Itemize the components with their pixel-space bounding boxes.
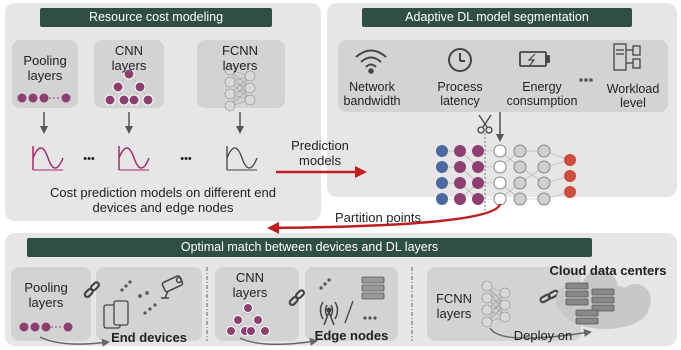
deploy-arrow-2 [239,337,318,346]
header-optimal-match: Optimal match between devices and DL lay… [27,238,592,257]
camera-icon [161,275,184,299]
label-line: Process [437,80,483,94]
label-prediction-models: Prediction models [280,138,360,168]
server-icon [613,43,641,71]
pooling-chain [17,93,71,103]
ellipsis-devices [120,280,157,315]
label-pooling-layers: Pooling layers [12,53,78,83]
label-workload-level: Workload level [598,82,668,110]
label-line: Workload [606,82,660,96]
ellipsis-edge-2 [363,316,377,320]
caption-cost-prediction: Cost prediction models on different end … [10,185,316,215]
label-line: models [299,153,341,168]
phone-icon [138,291,149,298]
label-deploy-on: Deploy on [513,328,573,343]
partition-arrow [267,203,502,234]
deploy-arrow-1 [39,336,110,347]
label-cloud-data-centers: Cloud data centers [549,263,667,278]
cnn-tree [104,68,154,106]
deploy-arrow-3 [489,327,592,339]
clock-icon [448,48,472,72]
fcnn-mesh [224,64,256,112]
label-line: layers [222,58,258,73]
ellipsis-2: ••• [180,153,192,165]
scissors-icon [477,114,493,134]
bottom-cnn-tree [226,303,270,336]
label-line: latency [440,94,480,108]
label-cnn-layers: CNN layers [94,43,164,73]
ellipsis-factors [579,78,593,82]
header-resource-cost-modeling: Resource cost modeling [40,8,272,27]
cost-model-wave-3 [226,146,258,171]
label-edge-nodes: Edge nodes [314,328,389,343]
box-factors [338,40,668,112]
label-bottom-fcnn: FCNN layers [430,291,478,321]
box-fcnn-layers [197,40,285,108]
label-bottom-pooling: Pooling layers [11,280,81,310]
segmented-dnn [436,144,576,206]
label-line: level [620,96,646,110]
label-process-latency: Process latency [428,80,492,108]
label-line: Energy [522,80,562,94]
cost-model-wave-2 [118,146,150,171]
header-adaptive-segmentation: Adaptive DL model segmentation [362,8,632,27]
slash [344,300,354,324]
label-bottom-cnn: CNN layers [215,270,285,300]
label-line: CNN [235,270,265,285]
label-line: FCNN [221,43,259,58]
battery-icon [519,51,550,67]
label-line: CNN [114,43,144,58]
label-partition-points: Partition points [335,210,421,225]
link-icon [288,289,306,307]
label-line: layers [111,58,147,73]
label-end-devices: End devices [111,330,187,345]
router-icon [319,301,339,326]
cloud-servers-icon [565,282,615,325]
label-line: layers [436,306,472,321]
link-icon [83,281,101,299]
label-line: Network [349,80,395,94]
label-line: layers [27,68,63,83]
label-line: consumption [506,94,578,108]
tablet-icon [103,300,129,329]
label-line: Pooling [24,280,68,295]
label-network-bandwidth: Network bandwidth [340,80,404,108]
caption-line: devices and edge nodes [92,200,234,215]
wifi-icon [355,49,387,74]
edge-server-icon [361,276,385,300]
label-energy-consumption: Energy consumption [496,80,588,108]
panel-resource-cost-modeling [5,3,321,221]
caption-line: Cost prediction models on different end [50,185,276,200]
label-line: layers [232,285,268,300]
bottom-pooling-chain [19,322,73,332]
ellipsis-1: ••• [83,153,95,165]
label-line: Prediction [291,138,349,153]
link-icon [539,289,560,304]
label-line: bandwidth [343,94,401,108]
bottom-fcnn-mesh [481,280,511,328]
label-fcnn-layers: FCNN layers [212,43,268,73]
ellipsis-edge [319,278,331,290]
cost-model-wave-1 [32,146,64,171]
label-line: layers [28,295,64,310]
label-line: FCNN [435,291,473,306]
label-line: Pooling [23,53,67,68]
